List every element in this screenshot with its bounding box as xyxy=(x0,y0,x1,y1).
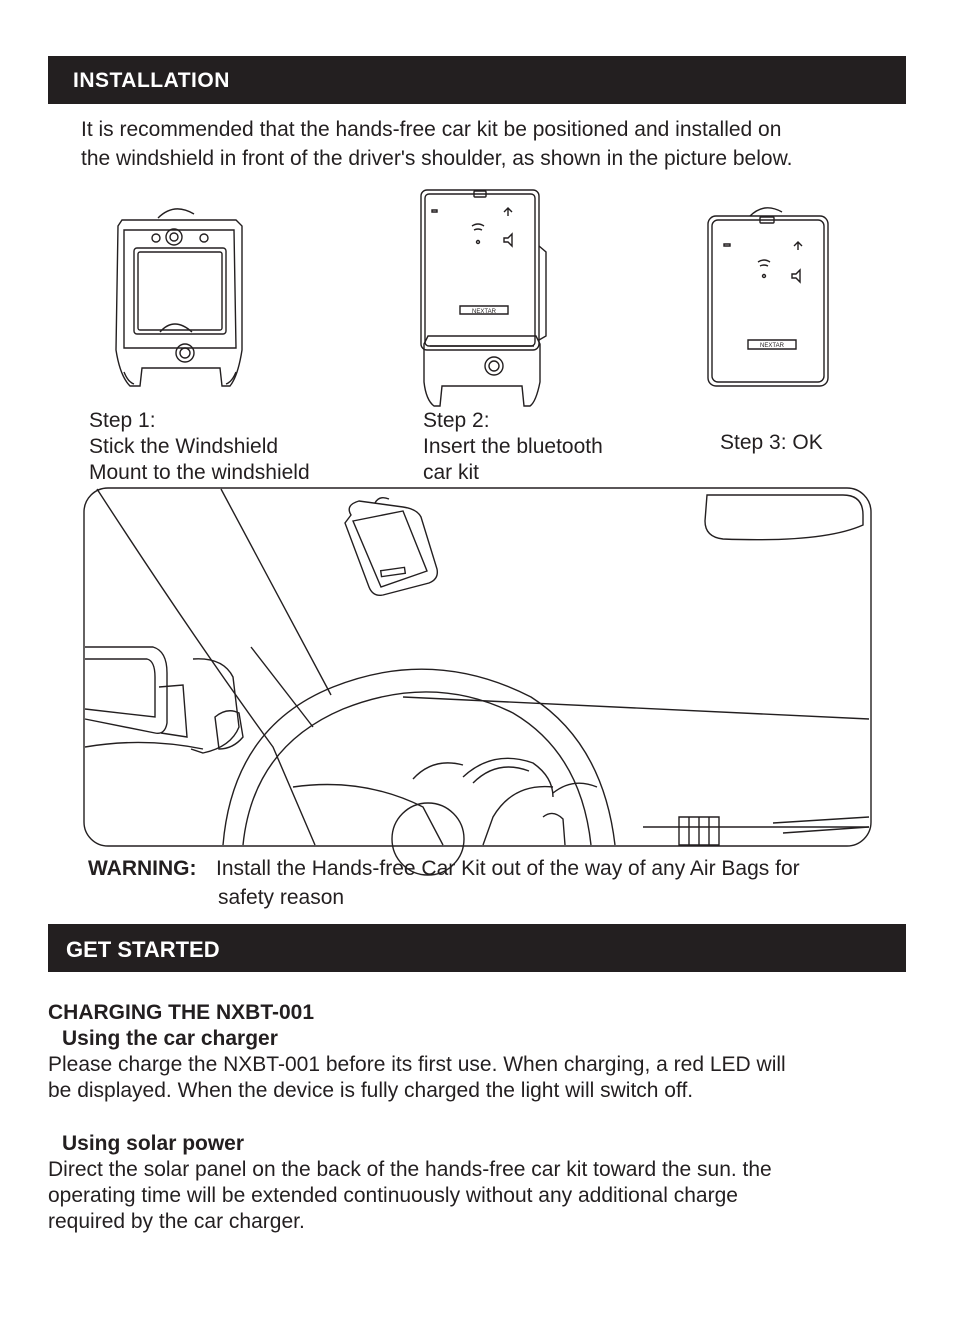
step3-caption: Step 3: OK xyxy=(720,431,823,454)
solar-title: Using solar power xyxy=(62,1132,245,1155)
intro-line-2: the windshield in front of the driver's … xyxy=(81,147,793,170)
charging-title: CHARGING THE NXBT-001 xyxy=(48,1001,315,1024)
step2-caption-line2: Insert the bluetooth xyxy=(423,435,603,458)
step1-caption-line3: Mount to the windshield xyxy=(89,461,310,484)
car-charger-title: Using the car charger xyxy=(62,1027,278,1050)
car-interior-illustration xyxy=(83,487,873,849)
warning-line-2: safety reason xyxy=(218,886,345,909)
windshield-device xyxy=(345,498,437,596)
get-started-heading: GET STARTED xyxy=(66,937,220,962)
step2-caption-line1: Step 2: xyxy=(423,409,490,432)
step3-ok-illustration: NEXTAR xyxy=(704,200,832,390)
step1-caption-line2: Stick the Windshield xyxy=(89,435,279,458)
step2-caption-line3: car kit xyxy=(423,461,480,484)
car-charger-line-2: be displayed. When the device is fully c… xyxy=(48,1079,694,1102)
step1-caption-line1: Step 1: xyxy=(89,409,156,432)
intro-line-1: It is recommended that the hands-free ca… xyxy=(81,118,782,141)
step2-brand-label: NEXTAR xyxy=(472,309,497,315)
step2-insert-illustration: NEXTAR xyxy=(418,186,546,408)
installation-header-bar: INSTALLATION xyxy=(48,56,906,104)
warning-line-1: Install the Hands-free Car Kit out of th… xyxy=(216,857,800,880)
step3-brand-label: NEXTAR xyxy=(760,343,785,349)
solar-line-3: required by the car charger. xyxy=(48,1210,305,1233)
step1-mount-illustration xyxy=(112,200,248,390)
warning-label: WARNING: xyxy=(88,857,197,880)
solar-line-1: Direct the solar panel on the back of th… xyxy=(48,1158,772,1181)
installation-heading: INSTALLATION xyxy=(73,69,230,92)
solar-line-2: operating time will be extended continuo… xyxy=(48,1184,738,1207)
get-started-header-bar: GET STARTED xyxy=(48,924,906,972)
car-charger-line-1: Please charge the NXBT-001 before its fi… xyxy=(48,1053,786,1076)
